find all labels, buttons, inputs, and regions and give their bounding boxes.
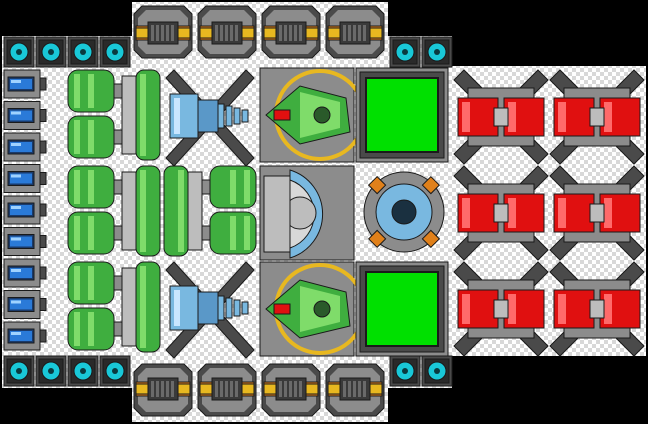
red-engine-6[interactable] — [549, 261, 645, 357]
fuel-tank-center[interactable] — [163, 165, 257, 257]
bottom-cannon-1[interactable] — [133, 363, 193, 417]
battery-6[interactable] — [3, 227, 47, 256]
bottom-cannon-4[interactable] — [325, 363, 385, 417]
energy-node-bottom-left-2[interactable] — [35, 355, 67, 387]
energy-node-bottom-left-1[interactable] — [3, 355, 35, 387]
energy-node-top-left-2[interactable] — [35, 36, 67, 68]
top-cannon-2[interactable] — [197, 5, 257, 59]
top-cannon-4[interactable] — [325, 5, 385, 59]
energy-node-bottom-right-1[interactable] — [389, 355, 421, 387]
screen-bottom[interactable] — [355, 261, 449, 357]
energy-node-top-right-2[interactable] — [421, 36, 453, 68]
energy-node-top-left-1[interactable] — [3, 36, 35, 68]
thruster-top[interactable] — [165, 69, 255, 167]
screen-top[interactable] — [355, 67, 449, 163]
battery-8[interactable] — [3, 290, 47, 319]
energy-node-top-right-1[interactable] — [389, 36, 421, 68]
battery-4[interactable] — [3, 164, 47, 193]
fuel-tank-bottom[interactable] — [67, 261, 161, 353]
battery-2[interactable] — [3, 101, 47, 130]
energy-node-bottom-right-2[interactable] — [421, 355, 453, 387]
bottom-cannon-2[interactable] — [197, 363, 257, 417]
reactor-core[interactable] — [363, 171, 445, 253]
energy-node-top-left-4[interactable] — [99, 36, 131, 68]
top-cannon-1[interactable] — [133, 5, 193, 59]
bottom-cannon-3[interactable] — [261, 363, 321, 417]
fighter-top[interactable] — [259, 67, 366, 163]
battery-1[interactable] — [3, 69, 47, 99]
red-engine-4[interactable] — [549, 165, 645, 261]
energy-node-bottom-left-4[interactable] — [99, 355, 131, 387]
red-engine-1[interactable] — [453, 69, 549, 165]
red-engine-5[interactable] — [453, 261, 549, 357]
fuel-tank-top[interactable] — [67, 69, 161, 161]
battery-5[interactable] — [3, 195, 47, 225]
fuel-tank-middle[interactable] — [67, 165, 161, 257]
battery-7[interactable] — [3, 258, 47, 288]
top-cannon-3[interactable] — [261, 5, 321, 59]
thruster-bottom[interactable] — [165, 261, 255, 359]
red-engine-3[interactable] — [453, 165, 549, 261]
fighter-bottom[interactable] — [259, 261, 366, 357]
energy-node-bottom-left-3[interactable] — [67, 355, 99, 387]
shield-dome[interactable] — [259, 165, 355, 261]
battery-3[interactable] — [3, 132, 47, 162]
red-engine-2[interactable] — [549, 69, 645, 165]
battery-9[interactable] — [3, 321, 47, 351]
energy-node-top-left-3[interactable] — [67, 36, 99, 68]
